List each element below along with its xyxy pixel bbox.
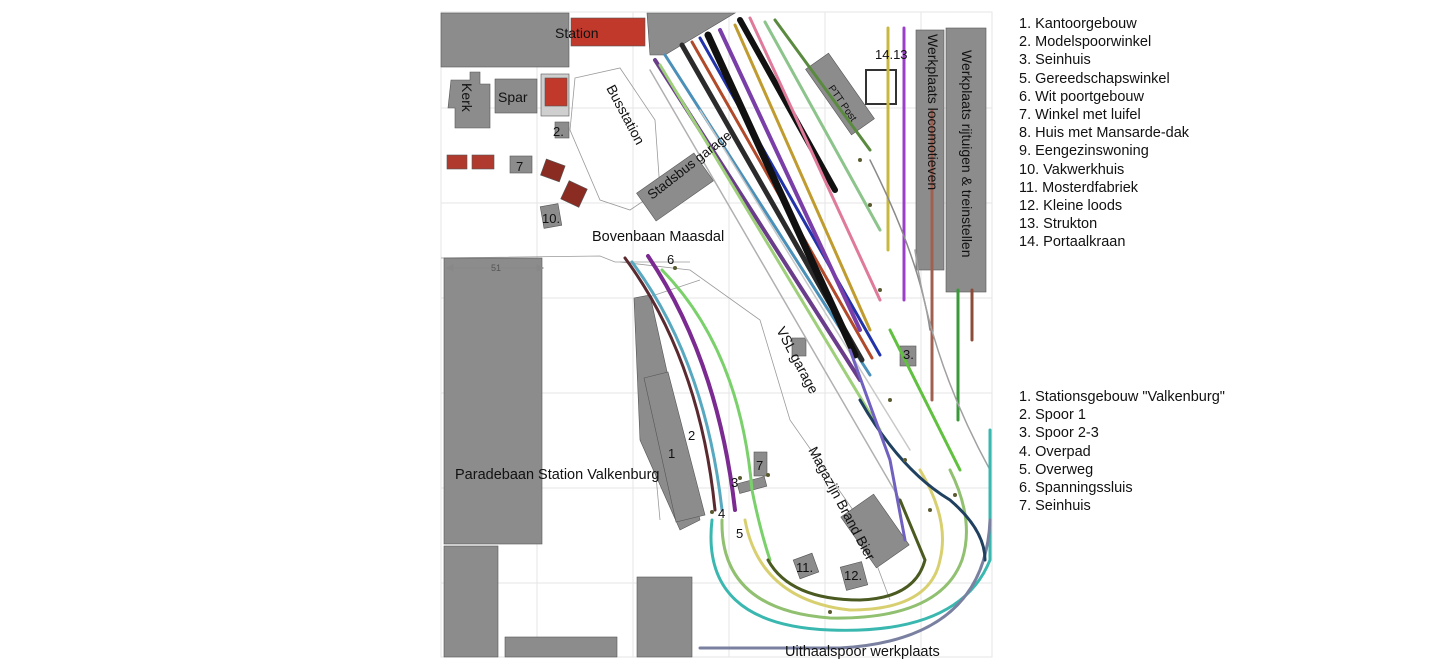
building-small-2 bbox=[554, 121, 570, 139]
num-2-top: 2. bbox=[553, 124, 564, 139]
num-2: 2 bbox=[688, 428, 695, 443]
label-spar: Spar bbox=[498, 89, 528, 105]
bottom-block-left bbox=[443, 545, 499, 658]
station-train bbox=[570, 17, 646, 47]
legend-item: 5. Overweg bbox=[1019, 461, 1094, 478]
building-8 bbox=[446, 154, 468, 170]
building-2-roof bbox=[544, 77, 568, 107]
legend-buildings: 1. Kantoorgebouw 2. Modelspoorwinkel 3. … bbox=[1019, 15, 1189, 252]
kerk-building bbox=[447, 71, 491, 129]
magazijn-brand-bier bbox=[840, 493, 910, 569]
legend-item: 6. Wit poortgebouw bbox=[1019, 88, 1144, 105]
station-building bbox=[440, 12, 570, 68]
num-6: 6 bbox=[667, 252, 674, 267]
legend-item: 14. Portaalkraan bbox=[1019, 234, 1126, 251]
spar-building bbox=[494, 78, 538, 114]
legend-item: 12. Kleine loods bbox=[1019, 198, 1123, 215]
num-10: 10. bbox=[542, 211, 560, 226]
legend-item: 4. Overpad bbox=[1019, 443, 1091, 460]
legend-item: 1. Kantoorgebouw bbox=[1019, 16, 1137, 32]
label-crane-ref: 14.13 bbox=[875, 47, 908, 62]
building-3 bbox=[540, 158, 566, 183]
building-7-bottom bbox=[753, 451, 768, 477]
label-paradebaan: Paradebaan Station Valkenburg bbox=[455, 467, 660, 483]
bovenbaan-curves bbox=[623, 254, 772, 562]
label-station: Station bbox=[555, 25, 599, 41]
dimension-line bbox=[445, 264, 545, 272]
legend-item: 7. Seinhuis bbox=[1019, 498, 1091, 515]
label-uithaalspoor: Uithaalspoor werkplaats bbox=[785, 644, 940, 660]
num-4: 4 bbox=[718, 506, 725, 521]
building-5 bbox=[560, 180, 588, 208]
crane bbox=[865, 69, 897, 105]
ptt-post bbox=[805, 52, 875, 136]
label-werkplaats-loco: Werkplaats locomotieven bbox=[925, 34, 941, 190]
building-7 bbox=[509, 155, 533, 174]
legend-item: 7. Winkel met luifel bbox=[1019, 107, 1141, 124]
buildings bbox=[440, 12, 987, 658]
building-10 bbox=[539, 203, 563, 229]
legend-item: 2. Spoor 1 bbox=[1019, 407, 1086, 424]
workshop-tracks bbox=[869, 26, 991, 471]
legend-item: 5. Gereedschapswinkel bbox=[1019, 70, 1170, 87]
legend-item: 9. Eengezinswoning bbox=[1019, 143, 1149, 160]
loop-curves bbox=[698, 328, 992, 650]
vsl-garage-small bbox=[791, 337, 807, 357]
label-bovenbaan: Bovenbaan Maasdal bbox=[592, 229, 724, 245]
building-12 bbox=[839, 561, 869, 591]
legend-item: 13. Strukton bbox=[1019, 216, 1098, 233]
num-11: 11. bbox=[796, 560, 813, 575]
num-5: 5 bbox=[736, 526, 743, 541]
bottom-block-mid bbox=[504, 636, 618, 658]
building-9 bbox=[471, 154, 495, 170]
label-vsl-garage: VSL garage bbox=[773, 324, 822, 397]
werkplaats-rijtuigen bbox=[945, 27, 987, 293]
dimension-label: 51 bbox=[491, 263, 501, 273]
legend-item: 10. Vakwerkhuis bbox=[1019, 161, 1125, 178]
legend-item: 2. Modelspoorwinkel bbox=[1019, 34, 1152, 51]
num-12: 12. bbox=[844, 568, 862, 583]
bottom-block-right bbox=[636, 576, 693, 658]
num-1: 1 bbox=[668, 446, 675, 461]
legend-item: 3. Spoor 2-3 bbox=[1019, 425, 1099, 442]
num-7: 7 bbox=[756, 458, 763, 473]
legend-item: 3. Seinhuis bbox=[1019, 52, 1091, 69]
werkplaats-locomotieven bbox=[915, 29, 945, 271]
station-tracks bbox=[649, 16, 911, 501]
legend-item: 8. Huis met Mansarde-dak bbox=[1019, 125, 1190, 142]
platform-1 bbox=[643, 371, 706, 523]
num-7-top: 7 bbox=[516, 159, 523, 174]
stadsbus-garage bbox=[636, 152, 714, 222]
label-kerk: Kerk bbox=[459, 83, 475, 113]
label-busstation: Busstation bbox=[603, 82, 648, 147]
building-11 bbox=[792, 552, 820, 580]
legend-item: 6. Spanningssluis bbox=[1019, 480, 1133, 497]
switch-marks bbox=[673, 158, 957, 614]
label-werkplaats-rijtuigen: Werkplaats rijtuigen & treinstellen bbox=[959, 50, 975, 258]
legend-item: 11. Mosterdfabriek bbox=[1019, 179, 1139, 196]
num-3: 3 bbox=[731, 475, 738, 490]
paradebaan-block bbox=[443, 257, 543, 545]
legend-item: 1. Stationsgebouw "Valkenburg" bbox=[1019, 389, 1225, 405]
num-3-right: 3. bbox=[903, 347, 914, 362]
legend-station: 1. Stationsgebouw "Valkenburg" 2. Spoor … bbox=[1019, 388, 1225, 515]
